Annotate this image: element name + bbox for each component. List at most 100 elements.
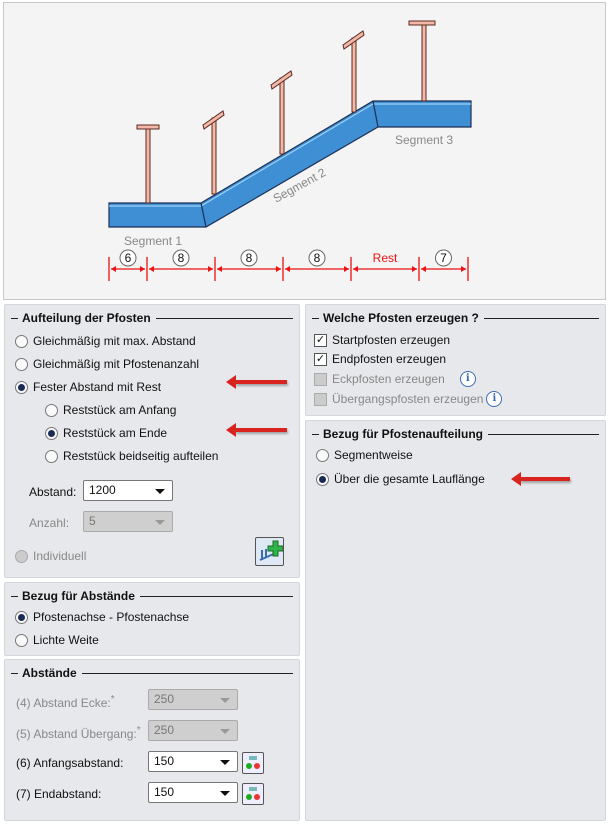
label: Startpfosten erzeugen — [332, 333, 451, 347]
dim-arrow — [149, 266, 154, 272]
option-reststueck-anfang[interactable]: Reststück am Anfang — [45, 403, 176, 417]
label: Gleichmäßig mit max. Abstand — [33, 334, 196, 348]
add-post-icon — [259, 540, 284, 561]
checkbox-startpfosten[interactable]: ✓ Startpfosten erzeugen — [314, 333, 450, 347]
annotation-arrow — [511, 472, 570, 486]
label: Reststück am Ende — [63, 426, 168, 440]
chevron-down-icon — [155, 520, 165, 525]
dim-arrow — [344, 266, 349, 272]
abstand-combo[interactable]: 1200 — [83, 480, 173, 501]
dim-label: 8 — [178, 251, 185, 265]
option-reststueck-ende[interactable]: Reststück am Ende — [45, 426, 167, 440]
dim-arrow — [208, 266, 213, 272]
label: Eckpfosten erzeugen — [332, 372, 445, 386]
label: Endpfosten erzeugen — [332, 352, 447, 366]
bezug-abstaende-group: Bezug für Abstände Pfostenachse - Pfoste… — [4, 582, 300, 656]
pick-icon — [246, 756, 260, 769]
value: 150 — [154, 785, 175, 799]
dim-label: 6 — [125, 251, 132, 265]
option-gesamte-lauflaenge[interactable]: Über die gesamte Lauflänge — [316, 472, 485, 486]
dim-arrow — [412, 266, 417, 272]
abstand-label: Abstand: — [29, 485, 77, 499]
abstand-uebergang-combo: 250 — [148, 720, 238, 741]
endabstand-pick-button[interactable] — [242, 783, 264, 805]
bezug-aufteilung-title: Bezug für Pfostenaufteilung — [323, 427, 483, 441]
option-gleichmaessig-abstand[interactable]: Gleichmäßig mit max. Abstand — [15, 334, 196, 348]
chevron-down-icon — [220, 791, 230, 796]
pick-icon — [246, 787, 260, 800]
dim-arrow — [353, 266, 358, 272]
chevron-down-icon — [220, 760, 230, 765]
abstaende-group: Abstände (4) Abstand Ecke:* 250 (5) Abst… — [4, 659, 300, 821]
bezug-abstaende-title: Bezug für Abstände — [22, 589, 135, 603]
dim-arrow — [276, 266, 281, 272]
label: Fester Abstand mit Rest — [33, 380, 162, 394]
chevron-down-icon — [155, 489, 165, 494]
label: Übergangspfosten erzeugen — [332, 392, 484, 406]
dim-label: Rest — [373, 251, 398, 265]
anfangsabstand-combo[interactable]: 150 — [148, 751, 238, 772]
checkbox[interactable]: ✓ — [314, 333, 327, 347]
add-posts-button[interactable] — [255, 537, 284, 566]
dim-circle — [119, 249, 137, 267]
welche-pfosten-title: Welche Pfosten erzeugen ? — [323, 311, 479, 325]
dim-arrow — [217, 266, 222, 272]
label: Reststück am Anfang — [63, 403, 177, 417]
segment-3-label: Segment 3 — [395, 133, 453, 147]
label: Reststück beidseitig aufteilen — [63, 449, 219, 463]
dim-arrow — [421, 266, 426, 272]
segment-1-label: Segment 1 — [124, 234, 182, 248]
value: 5 — [89, 514, 96, 528]
label: Gleichmäßig mit Pfostenanzahl — [33, 357, 200, 371]
value: 150 — [154, 754, 175, 768]
anzahl-combo: 5 — [83, 511, 173, 532]
checkbox-endpfosten[interactable]: ✓ Endpfosten erzeugen — [314, 352, 446, 366]
bezug-aufteilung-group: Bezug für Pfostenaufteilung Segmentweise… — [305, 420, 606, 821]
info-icon[interactable]: i — [459, 371, 476, 387]
dim-label: 7 — [440, 251, 447, 265]
anzahl-label: Anzahl: — [29, 516, 70, 530]
dim-arrow — [285, 266, 290, 272]
dim-circle — [308, 249, 326, 267]
abstand-ecke-combo: 250 — [148, 689, 238, 710]
abstand-ecke-label: (4) Abstand Ecke:* — [16, 694, 115, 710]
option-lichte-weite[interactable]: Lichte Weite — [15, 633, 99, 647]
dim-arrow — [111, 266, 116, 272]
option-individuell: Individuell — [15, 549, 86, 563]
abstaende-title: Abstände — [22, 666, 77, 680]
anfangsabstand-pick-button[interactable] — [242, 752, 264, 774]
option-reststueck-beidseitig[interactable]: Reststück beidseitig aufteilen — [45, 449, 218, 463]
label: Segmentweise — [334, 448, 413, 462]
label: Lichte Weite — [33, 633, 99, 647]
info-icon[interactable]: i — [486, 391, 503, 407]
dim-arrow — [461, 266, 466, 272]
dim-circle — [240, 249, 258, 267]
value: 1200 — [89, 483, 116, 497]
label: Pfostenachse - Pfostenachse — [33, 610, 190, 624]
dim-arrow — [140, 266, 145, 272]
chevron-down-icon — [220, 729, 230, 734]
label: Individuell — [33, 549, 87, 563]
option-pfostenachse[interactable]: Pfostenachse - Pfostenachse — [15, 610, 189, 624]
checkbox[interactable]: ✓ — [314, 352, 327, 366]
value: 250 — [154, 692, 175, 706]
chevron-down-icon — [220, 698, 230, 703]
option-gleichmaessig-anzahl[interactable]: Gleichmäßig mit Pfostenanzahl — [15, 357, 199, 371]
anfangsabstand-label: (6) Anfangsabstand: — [16, 756, 124, 770]
option-fester-abstand[interactable]: Fester Abstand mit Rest — [15, 380, 161, 394]
dim-circle — [435, 249, 452, 267]
posts — [136, 20, 436, 204]
endabstand-combo[interactable]: 150 — [148, 782, 238, 803]
abstand-uebergang-label: (5) Abstand Übergang:* — [16, 725, 141, 741]
endabstand-label: (7) Endabstand: — [16, 787, 102, 801]
value: 250 — [154, 723, 175, 737]
aufteilung-title: Aufteilung der Pfosten — [22, 311, 151, 325]
option-segmentweise[interactable]: Segmentweise — [316, 448, 413, 462]
aufteilung-group: Aufteilung der Pfosten Gleichmäßig mit m… — [4, 304, 300, 578]
beam — [108, 100, 472, 228]
annotation-arrow — [226, 375, 287, 389]
